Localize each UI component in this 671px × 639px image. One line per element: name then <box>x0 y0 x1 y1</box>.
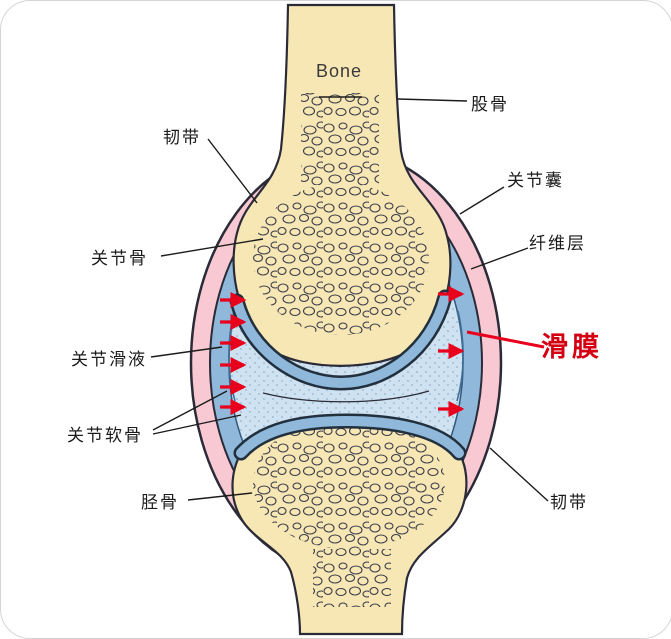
label-joint-bone: 关节骨 <box>91 249 148 268</box>
label-synovium: 滑膜 <box>541 332 603 362</box>
leader-femur <box>397 98 468 102</box>
leader-joint-capsule <box>459 186 505 215</box>
leader-cartilage-1 <box>152 390 228 431</box>
label-femur: 股骨 <box>471 95 509 114</box>
red-arrows <box>220 286 465 417</box>
leader-tibia <box>187 492 253 501</box>
leader-ligament-left <box>207 138 258 204</box>
leader-cartilage-2 <box>152 414 242 435</box>
leader-ligament-right <box>489 447 549 502</box>
label-joint-capsule: 关节囊 <box>507 171 564 190</box>
membrane-fold-center <box>262 390 430 403</box>
label-tibia: 胫骨 <box>141 493 179 512</box>
label-synovial-fluid: 关节滑液 <box>71 350 147 369</box>
label-fibrous-layer: 纤维层 <box>529 234 586 253</box>
label-ligament-right: 韧带 <box>550 493 588 512</box>
label-bone: Bone <box>316 61 363 81</box>
leader-joint-bone <box>160 238 264 257</box>
leader-fibrous-layer <box>470 247 529 270</box>
leader-synovial-fluid <box>150 346 223 358</box>
tibia-cartilage-band <box>236 415 464 458</box>
synovium-pointer-line <box>466 330 545 349</box>
label-articular-cartilage: 关节软骨 <box>67 426 143 445</box>
label-ligament-left: 韧带 <box>163 128 201 147</box>
leader-lines <box>150 96 549 502</box>
femur-cartilage-band <box>232 292 450 389</box>
